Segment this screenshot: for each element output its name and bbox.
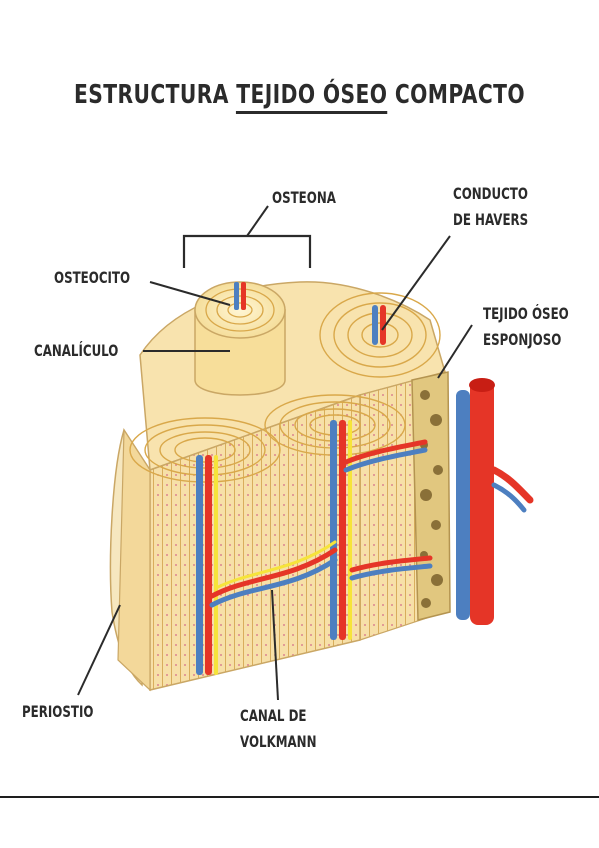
label-conducto-line1: CONDUCTO [453,184,528,203]
haversian-canal-vessels [372,305,386,345]
title-part-2-underlined: TEJIDO ÓSEO [236,80,388,114]
spongy-bone-cavities [420,390,443,608]
label-canaliculo: CANALÍCULO [34,341,119,360]
volkmann-leader [271,589,279,701]
osteon-cylinder [194,281,286,396]
volkmann-canal-vessels [209,439,433,608]
label-tejido-line1: TEJIDO ÓSEO [483,304,569,323]
label-conducto-line2: DE HAVERS [453,210,529,229]
bone-left-face [117,428,151,692]
bottom-divider [0,796,599,798]
front-vessels [196,420,352,675]
label-osteocito: OSTEOCITO [54,268,131,287]
label-volkmann-line1: CANAL DE [240,706,307,725]
lamellae-rings-top-right [319,292,441,378]
label-volkmann-line2: VOLKMANN [240,732,317,751]
label-periostio: PERIOSTIO [22,702,94,721]
label-osteona: OSTEONA [272,188,336,207]
osteona-bracket [182,234,312,268]
periostio-leader [77,604,121,696]
osteona-leader [246,205,269,237]
tejido-leader [437,324,473,379]
page-title: ESTRUCTURA TEJIDO ÓSEO COMPACTO [66,80,533,114]
conducto-leader [381,235,451,331]
label-tejido-line2: ESPONJOSO [483,330,562,349]
title-part-3: COMPACTO [387,80,525,110]
title-part-1: ESTRUCTURA [74,80,237,110]
large-blood-vessels [456,378,534,625]
osteocito-leader [149,281,231,306]
